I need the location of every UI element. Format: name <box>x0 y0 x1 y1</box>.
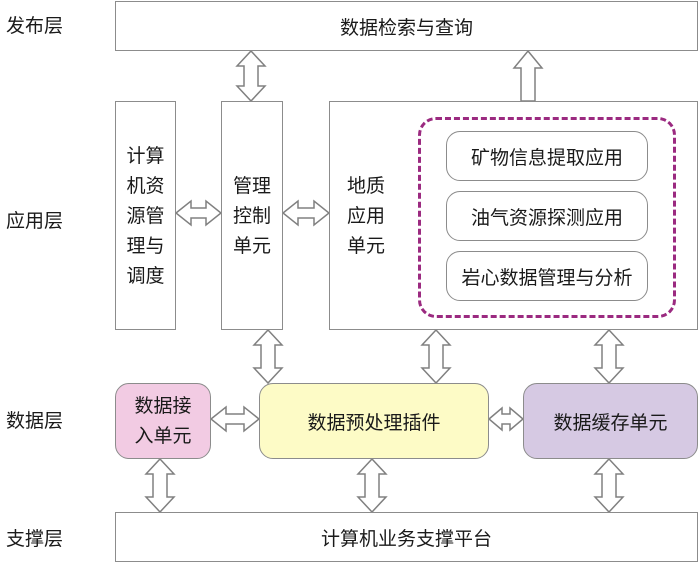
oilgas-app-box: 油气资源探测应用 <box>446 191 648 241</box>
compute-resource-box: 计算 机资 源管 理与 调度 <box>115 101 176 330</box>
arrow-cache-platform <box>593 457 625 514</box>
management-control-line: 控制 <box>232 204 271 227</box>
mineral-app-label: 矿物信息提取应用 <box>470 146 623 169</box>
layer-label-publish: 发布层 <box>6 15 64 37</box>
geo-application-line: 单元 <box>347 234 386 257</box>
arrow-preprocess-platform <box>356 457 388 514</box>
oilgas-app-label: 油气资源探测应用 <box>470 206 623 229</box>
core-data-app-box: 岩心数据管理与分析 <box>446 251 648 301</box>
data-access-label: 数据接 入单元 <box>134 391 191 451</box>
compute-resource-line: 理与 <box>126 234 165 257</box>
geo-apps-dashed-group <box>418 117 676 318</box>
arrow-mgmt-geo <box>281 199 331 227</box>
layer-label-support: 支撑层 <box>6 528 64 550</box>
compute-resource-line: 源管 <box>126 204 165 227</box>
arrow-geo-cache <box>593 328 625 385</box>
compute-resource-label: 计算 机资 源管 理与 调度 <box>126 141 164 291</box>
cache-unit-label: 数据缓存单元 <box>553 411 668 434</box>
arrow-geo-preprocess <box>420 328 452 385</box>
preprocess-plugin-box: 数据预处理插件 <box>259 383 489 459</box>
arrow-access-preprocess <box>209 405 261 433</box>
layer-label-application: 应用层 <box>6 210 64 232</box>
data-access-line: 数据接 <box>134 395 192 417</box>
management-control-box: 管理 控制 单元 <box>221 101 283 330</box>
management-control-line: 单元 <box>232 234 271 257</box>
data-access-box: 数据接 入单元 <box>115 383 211 459</box>
arrow-compute-mgmt <box>174 199 223 227</box>
platform-label: 计算机业务支撑平台 <box>320 527 492 550</box>
cache-unit-box: 数据缓存单元 <box>523 383 698 459</box>
search-query-box: 数据检索与查询 <box>115 1 698 51</box>
arrow-preprocess-cache <box>487 406 525 432</box>
compute-resource-line: 计算 <box>126 144 165 167</box>
management-control-line: 管理 <box>232 174 271 197</box>
arrow-access-platform <box>144 457 176 514</box>
geo-application-label: 地质 应用 单元 <box>347 171 385 261</box>
management-control-label: 管理 控制 单元 <box>233 171 271 261</box>
data-access-line: 入单元 <box>134 425 192 447</box>
preprocess-plugin-label: 数据预处理插件 <box>307 411 441 434</box>
geo-application-line: 地质 <box>347 174 386 197</box>
arrow-mgmt-search <box>235 49 267 103</box>
search-query-label: 数据检索与查询 <box>339 16 473 39</box>
compute-resource-line: 机资 <box>126 174 165 197</box>
compute-resource-line: 调度 <box>126 264 165 287</box>
arrow-mgmt-preprocess <box>252 328 284 385</box>
mineral-app-box: 矿物信息提取应用 <box>446 131 648 181</box>
core-data-app-label: 岩心数据管理与分析 <box>461 266 633 289</box>
platform-box: 计算机业务支撑平台 <box>115 512 698 562</box>
layer-label-data: 数据层 <box>6 410 64 432</box>
geo-application-line: 应用 <box>347 204 386 227</box>
arrow-geo-search <box>512 49 544 102</box>
